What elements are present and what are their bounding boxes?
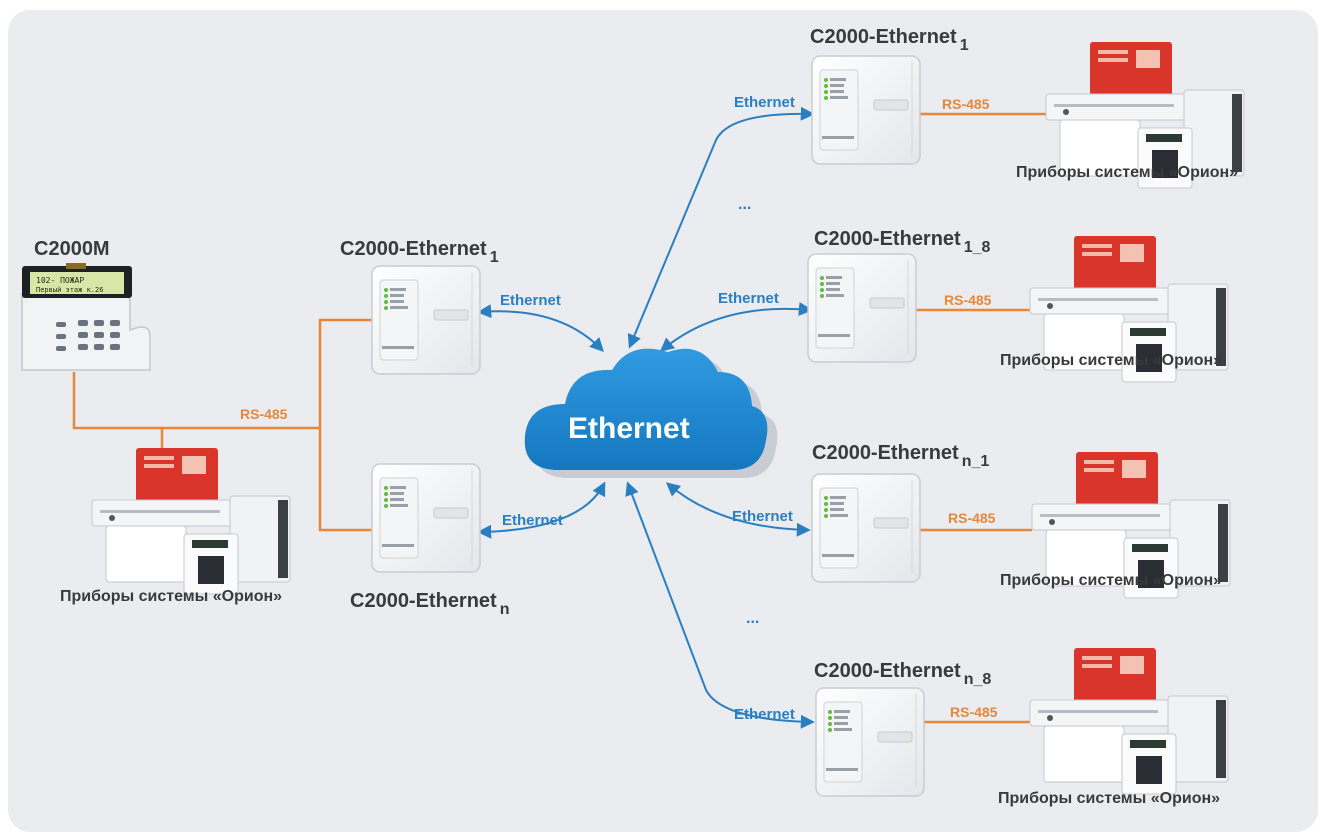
right-module-1 — [811, 55, 921, 165]
c2000m-display-line1: 102- ПОЖАР — [36, 276, 84, 285]
right-device-1-index: 1 — [959, 37, 969, 54]
right-device-3-name: С2000-Ethernet — [812, 442, 959, 464]
right-device-1-eth-label: Ethernet — [734, 94, 795, 111]
ethernet-cloud — [524, 348, 778, 478]
right-device-4-name: С2000-Ethernet — [814, 660, 961, 682]
left-device-1-index: 1 — [489, 249, 499, 266]
right-module-n-8 — [815, 687, 925, 797]
left-group-label: Приборы системы «Орион» — [60, 588, 283, 605]
right-device-2-rs-label: RS-485 — [944, 292, 992, 308]
ethernet-links — [477, 106, 815, 729]
right-device-2-index: 1_8 — [963, 239, 991, 256]
right-device-1-name: С2000-Ethernet — [810, 26, 957, 48]
right-device-3-index: n_1 — [961, 453, 990, 470]
right-device-3-eth-label: Ethernet — [732, 508, 793, 525]
c2000m-title: С2000М — [34, 238, 110, 260]
right-device-1-rs-label: RS-485 — [942, 96, 990, 112]
right-device-4-group-label: Приборы системы «Орион» — [998, 790, 1221, 807]
right-device-2-name: С2000-Ethernet — [814, 228, 961, 250]
left-device-n-name: С2000-Ethernet — [350, 590, 497, 612]
left-module-n — [371, 463, 481, 573]
right-device-4-index: n_8 — [963, 671, 992, 688]
left-device-1-name: С2000-Ethernet — [340, 238, 487, 260]
right-device-3-rs-label: RS-485 — [948, 510, 996, 526]
right-device-2-group-label: Приборы системы «Орион» — [1000, 352, 1223, 369]
left-rs485-label: RS-485 — [240, 406, 288, 422]
c2000m-display-line2: Первый этаж к.26 — [36, 286, 103, 294]
left-device-1-eth-label: Ethernet — [500, 292, 561, 309]
left-module-1 — [371, 265, 481, 375]
right-device-2-eth-label: Ethernet — [718, 290, 779, 307]
right-device-4-rs-label: RS-485 — [950, 704, 998, 720]
right-rs485-links — [914, 112, 1046, 724]
right-device-3-group-label: Приборы системы «Орион» — [1000, 572, 1223, 589]
ellipsis-1: ... — [738, 196, 752, 213]
left-device-n-eth-label: Ethernet — [502, 512, 563, 529]
right-module-n-1 — [811, 473, 921, 583]
right-device-4-eth-label: Ethernet — [734, 706, 795, 723]
ellipsis-2: ... — [746, 610, 760, 627]
left-device-n-index: n — [499, 601, 510, 618]
right-device-1-group-label: Приборы системы «Орион» — [1016, 164, 1239, 181]
cloud-label: Ethernet — [568, 412, 690, 445]
c2000m-controller — [21, 263, 151, 371]
right-module-1-8 — [807, 253, 917, 363]
